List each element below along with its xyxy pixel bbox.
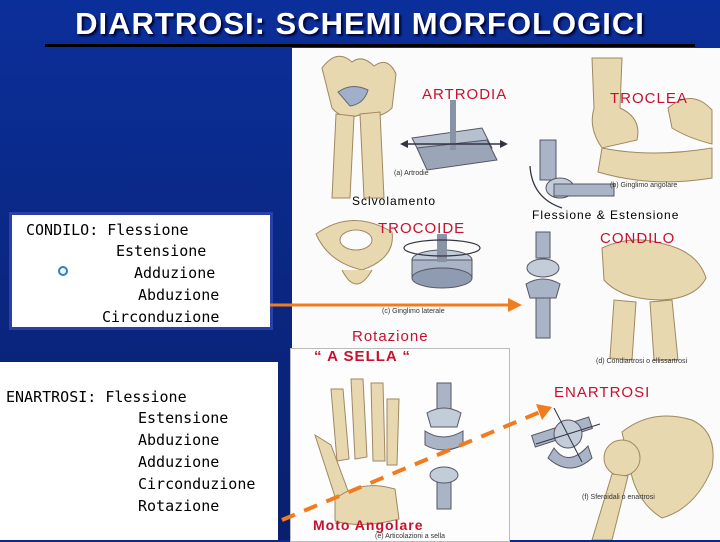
enartrosi-movement-3: Adduzione: [138, 453, 220, 471]
condilo-heading-label: CONDILO:: [26, 221, 99, 239]
bullet-marker: [58, 266, 68, 276]
sella-panel: Rotazione Moto Angolare (e) Articolazion…: [290, 348, 510, 542]
label-trocoide: TROCOIDE: [378, 220, 466, 237]
condilo-ellipsoid-model: [525, 231, 561, 339]
condilo-movement-0: Flessione: [107, 221, 189, 239]
sella-hand-illustration: [314, 378, 400, 526]
sella-saddle-model: [424, 382, 464, 510]
condilo-heading: CONDILO: Flessione: [26, 221, 189, 239]
enartrosi-heading: ENARTROSI: Flessione: [6, 388, 187, 406]
label-artrodia: ARTRODIA: [422, 86, 508, 103]
label-a-sella: “ A SELLA “: [314, 348, 411, 365]
condilo-movements-box: CONDILO: Flessione Estensione Adduzione …: [9, 212, 273, 330]
enartrosi-movement-1: Estensione: [138, 409, 229, 427]
condilo-movement-2: Adduzione: [134, 264, 216, 282]
condilo-movement-1: Estensione: [116, 242, 207, 260]
caption-artrodia: (a) Artrodie: [394, 170, 429, 177]
caption-sferoidali: (f) Sferoidali o enartrosi: [582, 494, 655, 501]
label-rotazione-top: Rotazione: [352, 328, 429, 345]
label-troclea: TROCLEA: [610, 90, 688, 107]
sella-illustrations: [314, 378, 464, 526]
label-enartrosi: ENARTROSI: [554, 384, 651, 401]
troclea-hinge-model: [529, 139, 615, 209]
enartrosi-heading-label: ENARTROSI:: [6, 388, 97, 406]
slide-title: DIARTROSI: SCHEMI MORFOLOGICI: [75, 6, 645, 41]
label-condilo: CONDILO: [600, 230, 676, 247]
artrodia-plate-model: [400, 100, 508, 171]
condilo-movement-4: Circonduzione: [102, 308, 220, 326]
caption-ginglimo: (b) Ginglimo angolare: [610, 182, 678, 189]
trocoide-pivot-model: [403, 234, 481, 289]
troclea-elbow-illustration: [591, 57, 713, 183]
enartrosi-movements-box: ENARTROSI: Flessione Estensione Abduzion…: [0, 362, 278, 540]
joint-illustrations: [315, 55, 714, 540]
label-flessione-estensione: Flessione & Estensione: [532, 208, 680, 222]
caption-sella: (e) Articolazioni a sella: [375, 533, 446, 540]
artrodia-wrist-illustration: [321, 55, 397, 199]
title-underline: [45, 44, 695, 47]
label-scivolamento: Scivolamento: [352, 194, 437, 208]
enartrosi-movement-4: Circonduzione: [138, 475, 256, 493]
enartrosi-movement-2: Abduzione: [138, 431, 220, 449]
enartrosi-shoulder-illustration: [591, 415, 714, 540]
label-moto-angolare: Moto Angolare: [313, 517, 424, 533]
condilo-wrist-illustration: [601, 239, 707, 361]
trocoide-atlas-illustration: [315, 220, 393, 285]
enartrosi-ball-model: [530, 407, 601, 469]
caption-condilo: (d) Condiartrosi o ellissartrosi: [596, 358, 688, 365]
enartrosi-movement-5: Rotazione: [138, 497, 220, 515]
enartrosi-movement-0: Flessione: [105, 388, 187, 406]
condilo-movement-3: Abduzione: [138, 286, 220, 304]
caption-trocoide: (c) Ginglimo laterale: [382, 308, 445, 315]
